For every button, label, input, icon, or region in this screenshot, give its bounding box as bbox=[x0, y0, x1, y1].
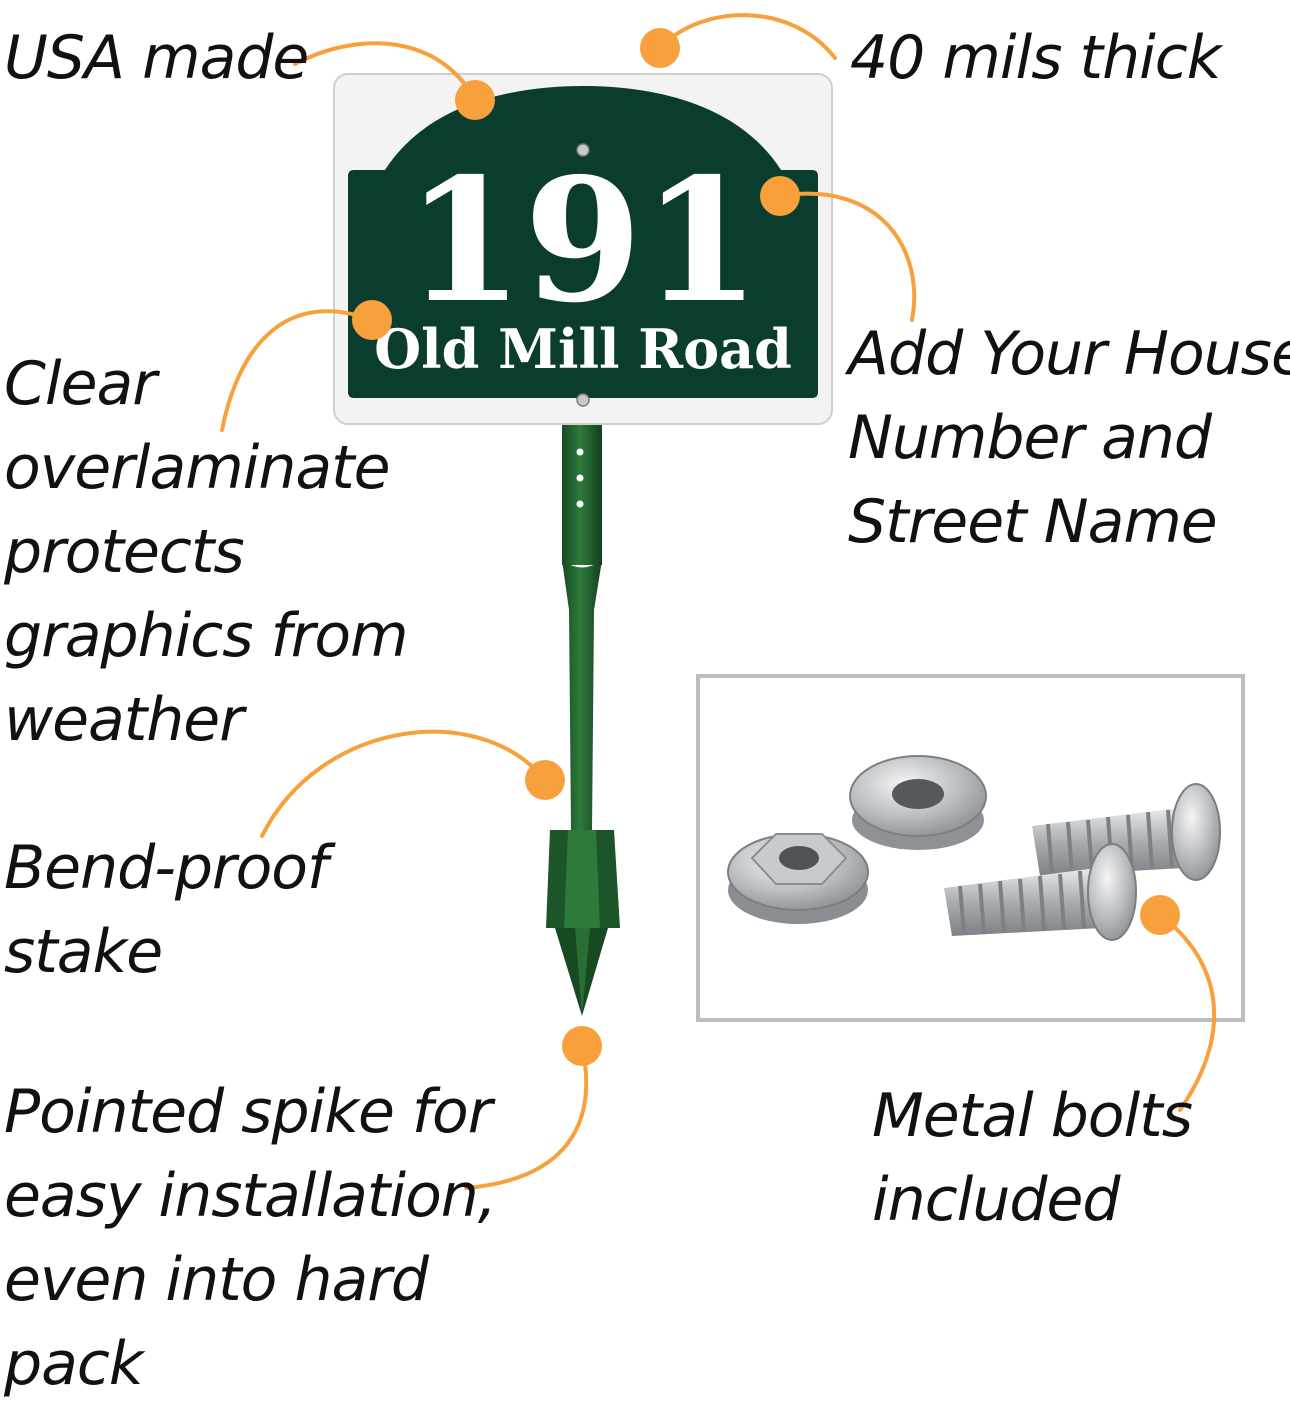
callout-line: Street Name bbox=[848, 487, 1218, 557]
address-sign: 191 Old Mill Road bbox=[333, 73, 833, 425]
stake-hole bbox=[576, 500, 584, 508]
callout-dot bbox=[525, 760, 565, 800]
callout-spike: Pointed spike for easy installation, eve… bbox=[4, 1070, 497, 1406]
callout-line: Bend-proof bbox=[4, 833, 328, 903]
screw-icon bbox=[576, 393, 590, 407]
callout-dot bbox=[760, 176, 800, 216]
callout-line: even into hard bbox=[4, 1245, 429, 1315]
callout-line: graphics from bbox=[4, 601, 409, 671]
callout-leaders bbox=[220, 13, 1217, 1190]
callout-line: easy installation, bbox=[4, 1161, 497, 1231]
callout-line: Pointed spike for bbox=[4, 1077, 492, 1147]
callout-line: Metal bolts bbox=[872, 1081, 1193, 1151]
bolt-icon bbox=[944, 843, 1137, 941]
leader-stake bbox=[260, 729, 547, 838]
bolt-icon bbox=[1032, 783, 1221, 881]
screw-icon bbox=[576, 143, 590, 157]
callout-dots bbox=[352, 28, 1180, 1066]
leader-custom-text bbox=[778, 191, 917, 322]
callout-line: Number and bbox=[848, 403, 1212, 473]
callout-line: stake bbox=[4, 917, 163, 987]
callout-line: USA made bbox=[4, 23, 309, 93]
house-number: 191 bbox=[406, 141, 761, 341]
street-name: Old Mill Road bbox=[374, 317, 792, 381]
stake bbox=[546, 420, 620, 1016]
callout-stake: Bend-proof stake bbox=[4, 826, 328, 994]
stake-hole bbox=[576, 474, 584, 482]
callout-line: 40 mils thick bbox=[850, 23, 1221, 93]
leader-bolts bbox=[1158, 913, 1217, 1112]
stake-hole bbox=[576, 448, 584, 456]
callout-line: Clear bbox=[4, 349, 157, 419]
leader-usa-made bbox=[293, 41, 477, 102]
callout-overlaminate: Clear overlaminate protects graphics fro… bbox=[4, 342, 409, 762]
callout-dot bbox=[1140, 895, 1180, 935]
callout-dot bbox=[352, 300, 392, 340]
hardware-photo bbox=[696, 674, 1245, 1022]
hex-nut-icon bbox=[727, 833, 869, 924]
callout-custom-text: Add Your House Number and Street Name bbox=[848, 312, 1290, 564]
leader-spike bbox=[464, 1044, 589, 1190]
callout-dot bbox=[562, 1026, 602, 1066]
callout-line: weather bbox=[4, 685, 244, 755]
callout-dot bbox=[455, 80, 495, 120]
callout-line: included bbox=[872, 1165, 1120, 1235]
callout-usa-made: USA made bbox=[4, 16, 309, 100]
callout-line: protects bbox=[4, 517, 245, 587]
callout-line: pack bbox=[4, 1329, 144, 1399]
leader-thickness bbox=[658, 13, 837, 60]
serrated-nut-icon bbox=[849, 755, 987, 850]
callout-line: overlaminate bbox=[4, 433, 391, 503]
callout-thickness: 40 mils thick bbox=[850, 16, 1221, 100]
leader-overlaminate bbox=[220, 309, 374, 432]
callout-line: Add Your House bbox=[848, 319, 1290, 389]
callout-bolts: Metal bolts included bbox=[872, 1074, 1193, 1242]
callout-dot bbox=[640, 28, 680, 68]
